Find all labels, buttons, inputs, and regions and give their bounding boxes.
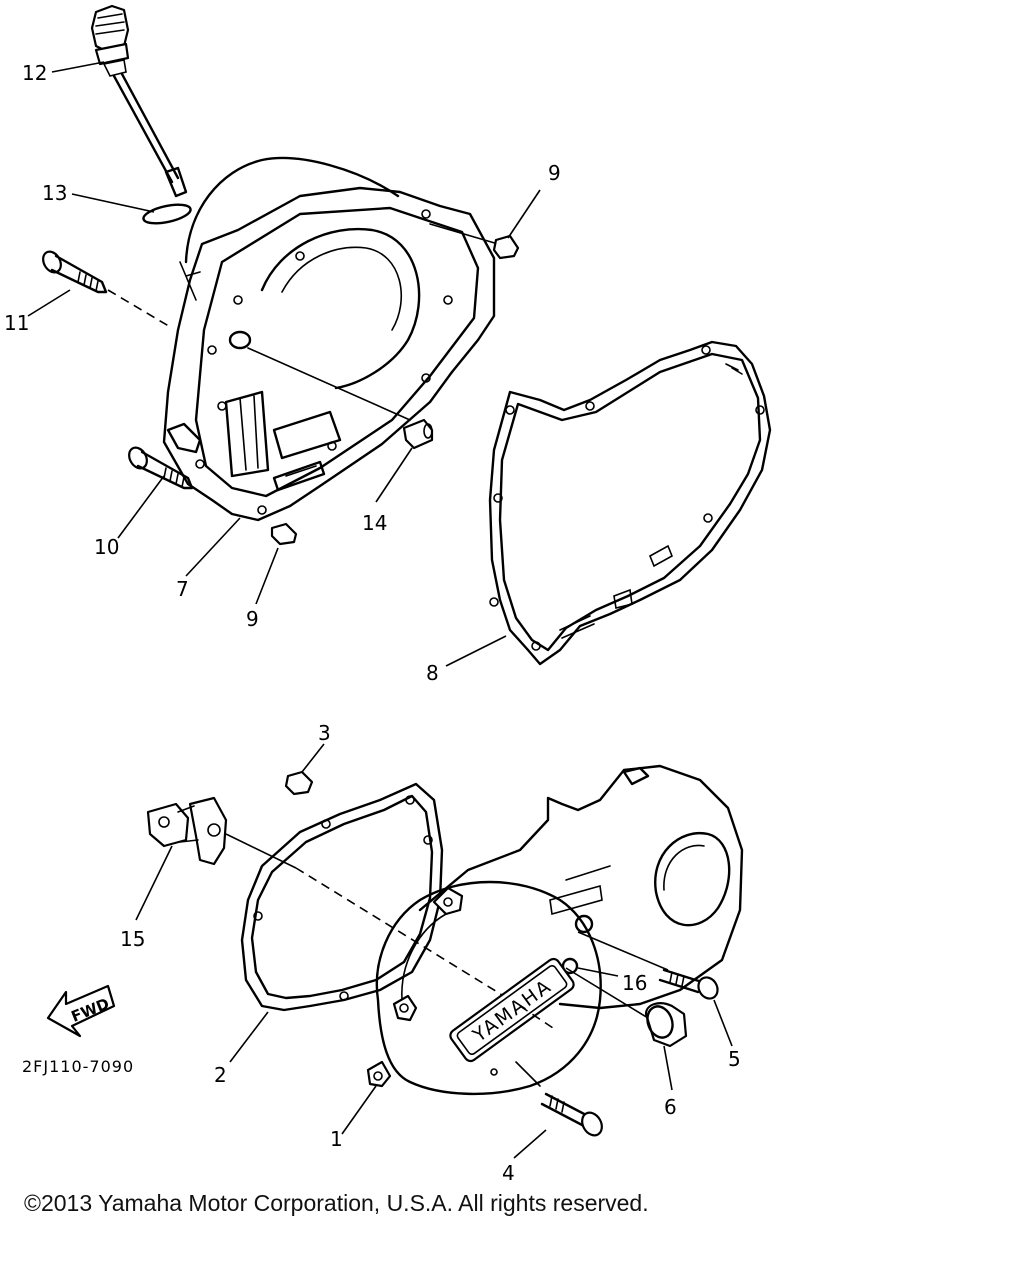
callout-8: 8 [426, 661, 439, 685]
part-9-dowel-lower [270, 522, 298, 546]
callout-labels: 12 13 11 10 7 9 14 9 8 3 15 2 1 4 6 5 16… [4, 61, 741, 1185]
part-10-bolt [128, 446, 194, 490]
callout-11: 11 [4, 311, 29, 335]
callout-1: 1 [330, 1127, 343, 1151]
callout-4: 4 [502, 1161, 515, 1185]
callout-7: 7 [176, 577, 189, 601]
part-13-o-ring [142, 203, 192, 225]
part-14-oil-seal [402, 418, 434, 450]
part-11-bolt [42, 250, 173, 329]
part-15-bracket [146, 796, 521, 1007]
part-3-dowel [284, 770, 314, 796]
callout-9-lower: 9 [246, 607, 259, 631]
part-5-bolt [658, 968, 719, 1000]
part-1-crankcase-cover: YAMAHA [366, 764, 744, 1096]
part-16-link-line [577, 931, 669, 971]
copyright-notice: ©2013 Yamaha Motor Corporation, U.S.A. A… [24, 1190, 649, 1216]
callout-2: 2 [214, 1063, 227, 1087]
callout-14: 14 [362, 511, 387, 535]
callout-10: 10 [94, 535, 119, 559]
figure-code: 2FJ110-7090 [22, 1057, 134, 1076]
callout-13: 13 [42, 181, 67, 205]
part-12-dipstick [90, 4, 188, 198]
part-9-dowel-upper [492, 234, 520, 260]
part-6-plug [565, 967, 688, 1048]
callout-5: 5 [728, 1047, 741, 1071]
part-4-bolt [540, 1092, 603, 1137]
callout-16: 16 [622, 971, 647, 995]
callout-12: 12 [22, 61, 47, 85]
callout-6: 6 [664, 1095, 677, 1119]
callout-15: 15 [120, 927, 145, 951]
part-7-crankcase-cover [162, 156, 499, 522]
leader-lines [27, 61, 733, 1159]
callout-3: 3 [318, 721, 331, 745]
callout-9-upper: 9 [548, 161, 561, 185]
part-8-gasket [488, 340, 772, 666]
fwd-arrow-icon: FWD [46, 984, 116, 1038]
part-2-gasket [240, 782, 444, 1012]
